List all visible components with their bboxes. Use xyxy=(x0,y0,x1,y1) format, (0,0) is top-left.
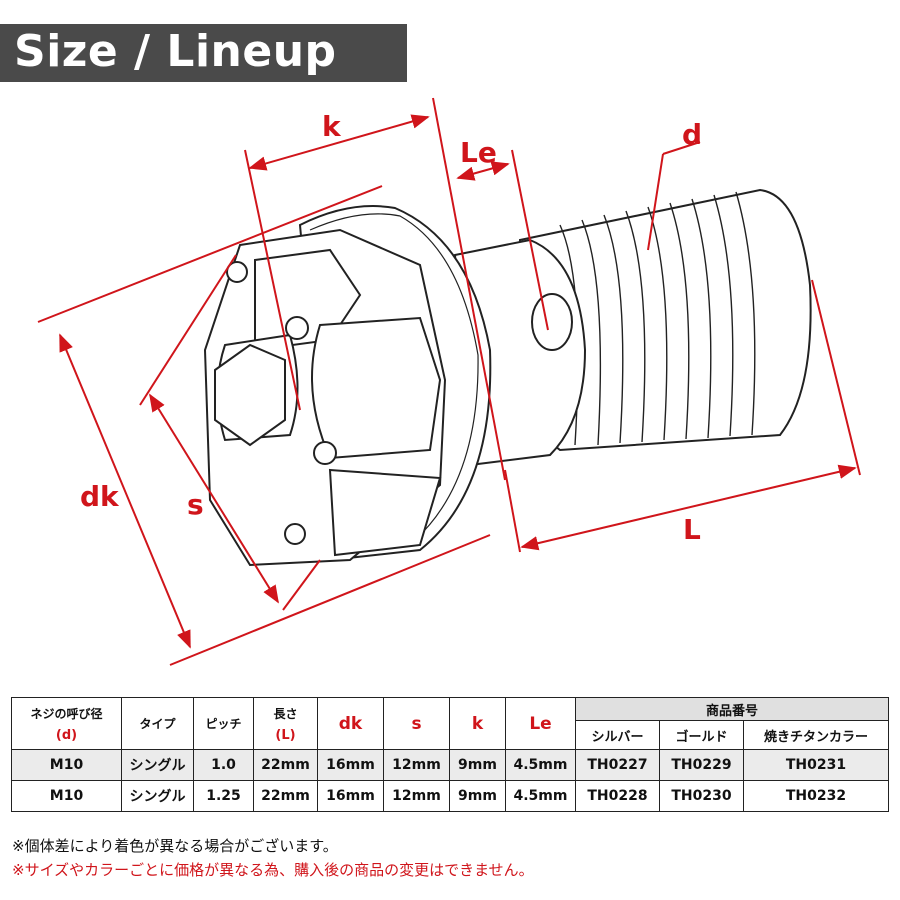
cell-gold: TH0230 xyxy=(659,780,744,812)
header-length-label: 長さ xyxy=(273,706,298,721)
cell-gold: TH0229 xyxy=(659,749,744,781)
label-d: d xyxy=(682,118,703,151)
cell-pitch: 1.0 xyxy=(193,749,254,781)
header-product-no: 商品番号 xyxy=(575,697,889,721)
cell-length: 22mm xyxy=(253,780,318,812)
dimension-lines xyxy=(37,97,861,666)
section-title: Size / Lineup xyxy=(14,26,337,77)
thread-shaft xyxy=(513,188,812,452)
cell-burnt: TH0232 xyxy=(743,780,889,812)
section-header: Size / Lineup xyxy=(0,24,407,82)
table-row: M10 シングル 1.25 22mm 16mm 12mm 9mm 4.5mm T… xyxy=(11,780,889,812)
label-s: s xyxy=(187,488,204,521)
header-pitch: ピッチ xyxy=(193,697,254,750)
header-length-sub: (L) xyxy=(275,727,296,743)
bolt-diagram: k Le d dk s L xyxy=(0,90,900,690)
cell-k: 9mm xyxy=(449,749,506,781)
header-k: k xyxy=(449,697,506,750)
cell-le: 4.5mm xyxy=(505,780,576,812)
cell-d: M10 xyxy=(11,749,122,781)
cell-length: 22mm xyxy=(253,749,318,781)
cell-silver: TH0227 xyxy=(575,749,660,781)
cell-type: シングル xyxy=(121,780,194,812)
spec-table: ネジの呼び径 (d) タイプ ピッチ 長さ (L) dk s k Le 商品番号… xyxy=(11,697,889,812)
cell-d: M10 xyxy=(11,780,122,812)
cell-s: 12mm xyxy=(383,749,450,781)
cell-k: 9mm xyxy=(449,780,506,812)
table-row: M10 シングル 1.0 22mm 16mm 12mm 9mm 4.5mm TH… xyxy=(11,749,889,781)
header-nominal-sub: (d) xyxy=(55,727,78,743)
header-type: タイプ xyxy=(121,697,194,750)
cell-silver: TH0228 xyxy=(575,780,660,812)
header-nominal: ネジの呼び径 (d) xyxy=(11,697,122,750)
bolt-head xyxy=(203,228,447,567)
label-le: Le xyxy=(460,136,497,169)
header-silver: シルバー xyxy=(575,720,660,750)
cell-dk: 16mm xyxy=(317,780,384,812)
cell-burnt: TH0231 xyxy=(743,749,889,781)
header-s: s xyxy=(383,697,450,750)
header-length: 長さ (L) xyxy=(253,697,318,750)
cell-dk: 16mm xyxy=(317,749,384,781)
bolt-drawing xyxy=(37,97,861,666)
cell-pitch: 1.25 xyxy=(193,780,254,812)
header-le: Le xyxy=(505,697,576,750)
header-nominal-label: ネジの呼び径 xyxy=(30,706,103,721)
header-burnt: 焼きチタンカラー xyxy=(743,720,889,750)
header-gold: ゴールド xyxy=(659,720,744,750)
note-no-exchange: ※サイズやカラーごとに価格が異なる為、購入後の商品の変更はできません。 xyxy=(12,861,534,879)
note-color-variation: ※個体差により着色が異なる場合がございます。 xyxy=(12,837,338,855)
cell-type: シングル xyxy=(121,749,194,781)
cell-le: 4.5mm xyxy=(505,749,576,781)
label-k: k xyxy=(322,110,341,143)
cell-s: 12mm xyxy=(383,780,450,812)
header-dk: dk xyxy=(317,697,384,750)
label-dk: dk xyxy=(80,480,119,513)
label-l: L xyxy=(683,513,701,546)
